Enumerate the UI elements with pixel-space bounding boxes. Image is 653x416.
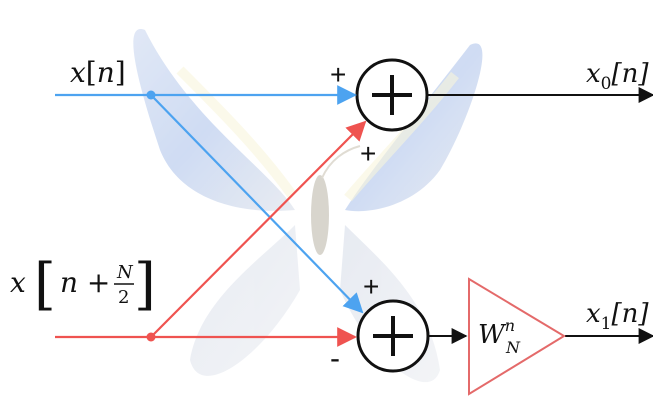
top-adder (355, 58, 429, 132)
top-input-label: x[n] (70, 56, 126, 89)
top-branch-dot (146, 90, 156, 100)
top-output-label: x0[n] (586, 59, 649, 94)
bottom-adder (356, 299, 430, 373)
svg-text:N: N (116, 262, 134, 283)
bottom-output-label: x1[n] (586, 299, 649, 334)
bottom-input-label: x [ n + N 2 ] (10, 252, 156, 317)
bottom-input-paths (55, 120, 367, 347)
svg-text:2: 2 (118, 287, 129, 308)
top-adder-sign-upper: + (330, 59, 346, 90)
svg-text:]: ] (134, 252, 156, 317)
svg-text:n +: n + (60, 266, 110, 299)
svg-text:[: [ (34, 252, 56, 317)
butterfly-background-image (133, 29, 483, 383)
twiddle-factor-block (468, 277, 566, 396)
bottom-adder-sign-upper: + (363, 271, 379, 302)
top-adder-sign-lower: + (360, 138, 376, 169)
bottom-branch-dot (146, 332, 156, 342)
bottom-adder-sign-lower: - (330, 342, 340, 375)
top-input-paths (55, 85, 364, 314)
svg-text:x: x (10, 266, 26, 299)
